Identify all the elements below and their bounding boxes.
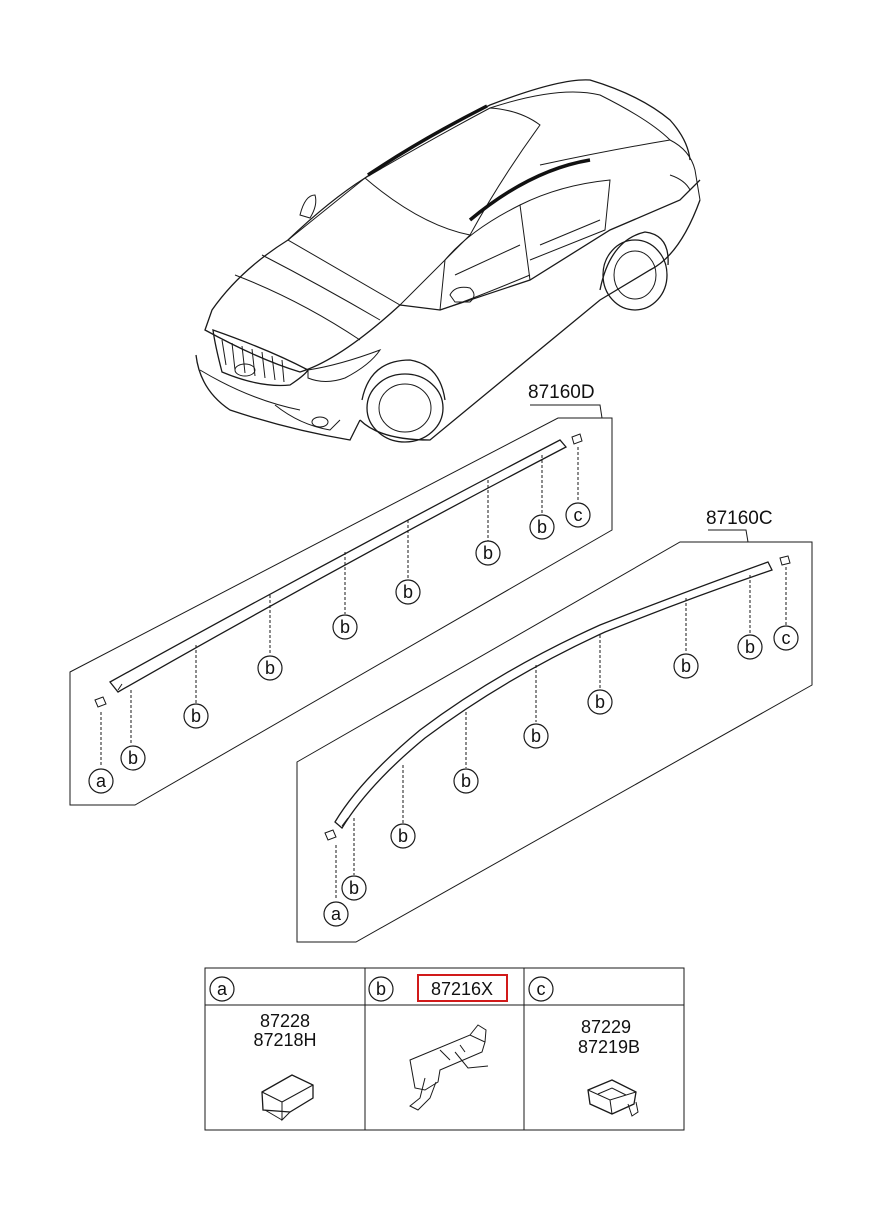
svg-text:b: b: [340, 617, 350, 637]
assembly-87160D: 87160D a b b b b b b b c: [69, 382, 613, 806]
legend-part-number: 87216X: [431, 979, 493, 999]
svg-text:b: b: [128, 748, 138, 768]
legend-letter-a: a: [209, 976, 235, 1002]
svg-text:b: b: [461, 771, 471, 791]
svg-text:b: b: [349, 878, 359, 898]
callout-a: a: [323, 901, 349, 927]
svg-text:b: b: [681, 656, 691, 676]
part-number-label: 87160C: [706, 508, 773, 529]
legend-part-number: 87218H: [253, 1030, 316, 1050]
svg-text:c: c: [782, 628, 791, 648]
clip-a-icon: [261, 1074, 314, 1122]
svg-text:c: c: [574, 505, 583, 525]
svg-text:a: a: [331, 904, 342, 924]
part-number-label: 87160D: [528, 382, 595, 403]
legend-part-number: 87219B: [578, 1037, 640, 1057]
callout-b: b: [332, 614, 358, 640]
callout-b: b: [120, 745, 146, 771]
callout-b: b: [257, 655, 283, 681]
legend-table: a 87228 87218H b 87216X c 87229 87219B: [204, 967, 685, 1131]
callout-b: b: [673, 653, 699, 679]
callout-c: c: [565, 502, 591, 528]
callout-c: c: [773, 625, 799, 651]
callout-b: b: [183, 703, 209, 729]
svg-text:b: b: [537, 517, 547, 537]
svg-text:a: a: [217, 979, 228, 999]
svg-text:c: c: [537, 979, 546, 999]
highlight-box: [417, 974, 508, 1002]
svg-text:b: b: [483, 543, 493, 563]
callout-b: b: [341, 875, 367, 901]
callout-b: b: [529, 514, 555, 540]
svg-text:b: b: [191, 706, 201, 726]
svg-text:b: b: [403, 582, 413, 602]
clip-c-icon: [587, 1079, 639, 1117]
legend-part-number: 87229: [581, 1017, 631, 1037]
callout-b: b: [395, 579, 421, 605]
legend-letter-b: b: [368, 976, 394, 1002]
callout-b: b: [523, 723, 549, 749]
callout-a: a: [88, 768, 114, 794]
svg-text:b: b: [398, 826, 408, 846]
callout-b: b: [737, 634, 763, 660]
assembly-87160C: 87160C a b b b b b b b c: [296, 508, 813, 943]
clip-b-icon: [409, 1024, 489, 1111]
svg-text:b: b: [376, 979, 386, 999]
legend-letter-c: c: [528, 976, 554, 1002]
car-illustration: [195, 79, 701, 443]
callout-b: b: [453, 768, 479, 794]
svg-text:b: b: [265, 658, 275, 678]
svg-text:b: b: [595, 692, 605, 712]
legend-part-number: 87228: [260, 1011, 310, 1031]
callout-b: b: [587, 689, 613, 715]
svg-text:b: b: [531, 726, 541, 746]
svg-text:a: a: [96, 771, 107, 791]
svg-text:b: b: [745, 637, 755, 657]
callout-b: b: [390, 823, 416, 849]
callout-b: b: [475, 540, 501, 566]
